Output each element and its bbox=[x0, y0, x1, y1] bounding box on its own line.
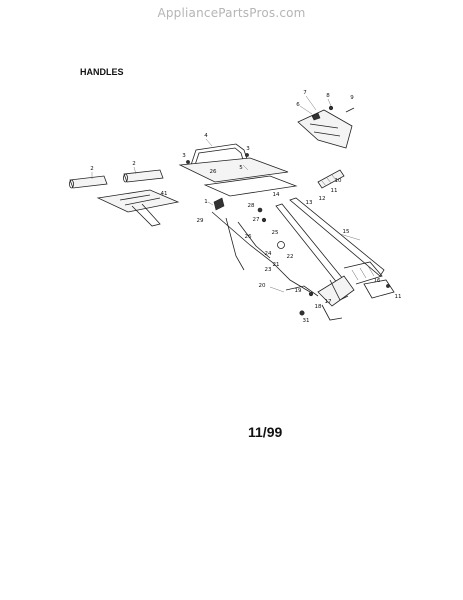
date-code: 11/99 bbox=[248, 424, 283, 440]
callout-28: 28 bbox=[248, 203, 255, 209]
callout-31: 31 bbox=[303, 318, 310, 324]
callout-15: 15 bbox=[343, 229, 350, 235]
callout-27: 27 bbox=[253, 217, 260, 223]
callout-25: 25 bbox=[272, 230, 279, 236]
control-rod-group bbox=[207, 197, 311, 293]
lower-linkage-group bbox=[269, 261, 395, 321]
callout-3a: 3 bbox=[182, 153, 186, 159]
callout-2b: 2 bbox=[132, 161, 136, 167]
handle-plate bbox=[178, 157, 289, 183]
callout-17: 17 bbox=[325, 299, 332, 305]
handle-grip-upper bbox=[317, 169, 345, 189]
lower-bracket bbox=[317, 275, 355, 307]
callout-2a: 2 bbox=[90, 166, 94, 172]
control-housing bbox=[297, 109, 353, 149]
callout-6: 6 bbox=[296, 102, 300, 108]
callout-12: 12 bbox=[319, 196, 326, 202]
handle-grips-group bbox=[69, 166, 180, 227]
control-rod bbox=[211, 211, 311, 293]
watermark: AppliancePartsPros.com bbox=[157, 6, 306, 20]
callout-7: 7 bbox=[303, 90, 307, 96]
callout-13: 13 bbox=[306, 200, 313, 206]
callout-4: 4 bbox=[204, 133, 208, 139]
callout-24: 24 bbox=[265, 251, 272, 257]
callout-20: 20 bbox=[259, 283, 266, 289]
callouts: 2 2 3 3 4 5 6 7 8 9 10 11 11 12 13 14 15… bbox=[90, 90, 401, 324]
callout-26b: 26 bbox=[245, 234, 252, 240]
grip-right bbox=[123, 169, 164, 183]
upper-handle-bar bbox=[189, 143, 249, 169]
callout-41: 41 bbox=[161, 191, 168, 197]
grip-left bbox=[69, 175, 108, 189]
callout-19: 19 bbox=[295, 288, 302, 294]
section-title: HANDLES bbox=[80, 67, 124, 77]
main-handle-tube bbox=[289, 197, 385, 277]
callout-26a: 26 bbox=[210, 169, 217, 175]
callout-10: 10 bbox=[335, 178, 342, 184]
callout-16: 16 bbox=[374, 278, 381, 284]
callout-9: 9 bbox=[350, 95, 354, 101]
callout-1: 1 bbox=[204, 199, 208, 205]
callout-8: 8 bbox=[326, 93, 330, 99]
handle-bracket-left bbox=[96, 189, 180, 213]
callout-5: 5 bbox=[239, 165, 243, 171]
upper-handle-group bbox=[178, 138, 298, 197]
control-housing-group bbox=[297, 95, 355, 149]
callout-3b: 3 bbox=[246, 146, 250, 152]
callout-11a: 11 bbox=[331, 188, 338, 194]
callout-18: 18 bbox=[315, 304, 322, 310]
callout-29: 29 bbox=[197, 218, 204, 224]
callout-11b: 11 bbox=[395, 294, 402, 300]
callout-14: 14 bbox=[273, 192, 280, 198]
callout-23: 23 bbox=[265, 267, 272, 273]
callout-22: 22 bbox=[287, 254, 294, 260]
callout-21: 21 bbox=[273, 262, 280, 268]
